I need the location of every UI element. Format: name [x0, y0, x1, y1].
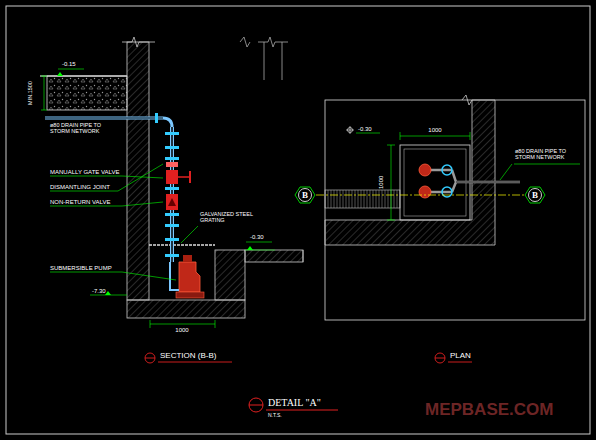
- view-title: SECTION (B-B): [160, 352, 216, 361]
- elevation-label: -0.30: [358, 126, 372, 133]
- detail-title: DETAIL "A": [268, 397, 321, 408]
- dimension-label: 1000: [175, 327, 188, 334]
- pipe-label: ø80 DRAIN PIPE TO STORM NETWORK: [50, 122, 120, 134]
- pump-label: SUBMERSIBLE PUMP: [50, 265, 112, 272]
- elevation-label: -0.15: [62, 61, 76, 68]
- dimension-label: 1000: [379, 175, 386, 188]
- scale-note: N.T.S.: [268, 413, 282, 419]
- section-line: [316, 195, 524, 196]
- pipe-label: ø80 DRAIN PIPE TO STORM NETWORK: [515, 148, 587, 160]
- valve-label: NON-RETURN VALVE: [50, 199, 110, 206]
- valve-label: MANUALLY GATE VALVE: [50, 169, 119, 176]
- section-marker: B: [294, 184, 316, 206]
- dimension-label: 1000: [428, 127, 441, 134]
- view-title: PLAN: [450, 352, 471, 361]
- watermark: MEPBASE.COM: [425, 401, 553, 420]
- grating-label: GALVANIZED STEEL GRATING: [200, 211, 258, 223]
- elevation-label: -0.30: [250, 234, 264, 241]
- marker-letter: B: [294, 184, 316, 206]
- joint-label: DISMANTLING JOINT: [50, 184, 110, 191]
- elevation-label: -7.30: [92, 288, 106, 295]
- marker-letter: B: [524, 184, 546, 206]
- dimension-label: MIN.1500: [27, 81, 33, 105]
- section-marker: B: [524, 184, 546, 206]
